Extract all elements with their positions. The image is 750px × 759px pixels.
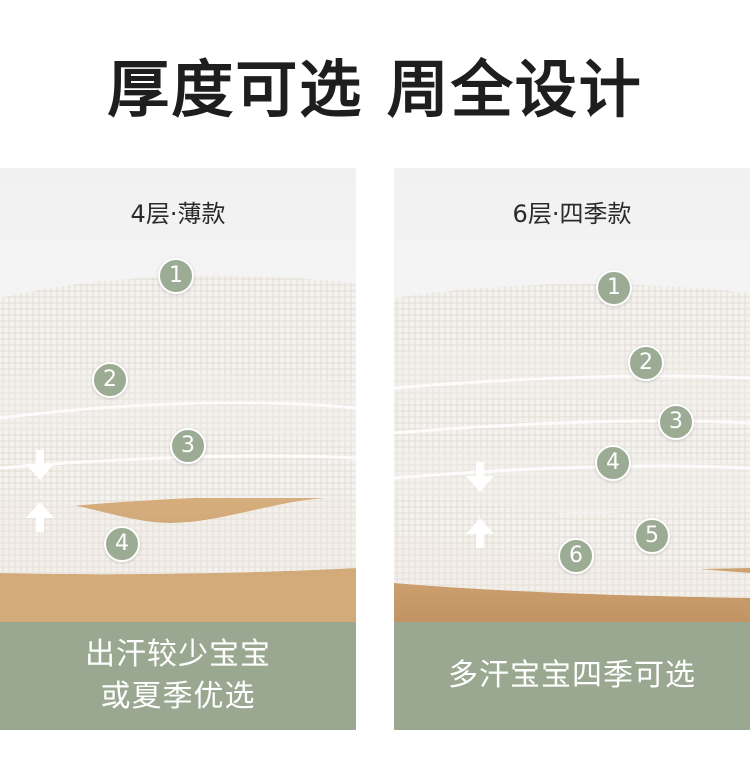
layer-badge-1: 1	[596, 270, 632, 306]
panel-4-layer: 4层·薄款 1 2 3 4 出汗较少宝宝 或夏季优选	[0, 168, 356, 730]
arrow-up-icon	[466, 518, 494, 548]
gauze-layers-illustration	[0, 275, 356, 622]
arrow-down-icon	[466, 462, 494, 492]
layer-badge-2: 2	[628, 345, 664, 381]
arrow-down-icon	[26, 450, 54, 480]
arrow-up-icon	[26, 502, 54, 532]
panel-6-layer: 6层·四季款 1 2 3 4 5 6 多汗宝宝四季可选	[394, 168, 750, 730]
layer-badge-6: 6	[558, 538, 594, 574]
layer-badge-1: 1	[158, 258, 194, 294]
layer-badge-3: 3	[658, 404, 694, 440]
layer-badge-5: 5	[634, 518, 670, 554]
panel-label: 6层·四季款	[512, 200, 632, 228]
caption-line-2: 或夏季优选	[100, 679, 256, 714]
panel-caption: 多汗宝宝四季可选	[394, 622, 750, 730]
panel-caption: 出汗较少宝宝 或夏季优选	[0, 622, 356, 730]
panel-label: 4层·薄款	[130, 200, 226, 228]
page-title: 厚度可选 周全设计	[107, 53, 643, 126]
layer-badge-2: 2	[92, 362, 128, 398]
gauze-photo-4-layer: 4层·薄款 1 2 3 4	[0, 168, 356, 622]
gauze-photo-6-layer: 6层·四季款 1 2 3 4 5 6	[394, 168, 750, 622]
caption-line-1: 出汗较少宝宝	[85, 637, 271, 672]
layer-badge-4: 4	[104, 526, 140, 562]
caption-line-1: 多汗宝宝四季可选	[448, 658, 696, 693]
layer-badge-4: 4	[595, 445, 631, 481]
layer-badge-3: 3	[170, 428, 206, 464]
